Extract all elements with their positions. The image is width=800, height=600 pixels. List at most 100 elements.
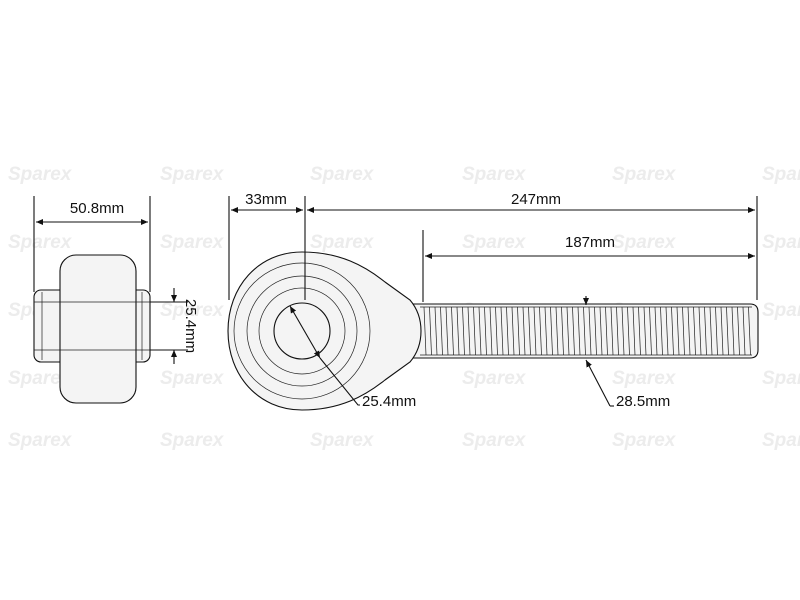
threaded-shank xyxy=(409,303,759,359)
dim-bore: 25.4mm xyxy=(362,393,416,410)
eye-ring-1 xyxy=(233,262,371,400)
thread-ridge xyxy=(605,306,608,356)
thread-ridge xyxy=(517,306,520,356)
thread-ridge xyxy=(704,306,707,356)
thread-ridge xyxy=(533,306,537,356)
thread-ridge xyxy=(671,306,674,356)
thread-ridge xyxy=(742,306,746,356)
thread-ridge xyxy=(687,306,691,356)
bore-hole xyxy=(273,302,331,360)
watermark-text: Sparex xyxy=(8,164,73,185)
thread-ridge xyxy=(588,306,592,356)
watermark-text: Sparex xyxy=(160,164,225,185)
thread-ridge xyxy=(616,306,619,356)
thread-ridge xyxy=(462,306,465,356)
watermark-text: Sparex xyxy=(612,232,677,253)
thread-ridge xyxy=(566,306,570,356)
watermark-text: Sparex xyxy=(762,232,800,253)
thread-ridge xyxy=(423,306,427,356)
watermark-text: Sparex xyxy=(762,368,800,389)
thread-ridge xyxy=(445,306,449,356)
thread-ridge xyxy=(539,306,542,356)
thread-ridge xyxy=(489,306,493,356)
dim-thread-diameter: 28.5mm xyxy=(616,393,670,410)
thread-ridge xyxy=(561,306,564,356)
thread-ridge xyxy=(451,306,454,356)
thread-ridge xyxy=(555,306,559,356)
thread-ridge xyxy=(610,306,614,356)
watermark-text: Sparex xyxy=(762,300,800,321)
thread-ridge xyxy=(649,306,652,356)
thread-ridge xyxy=(643,306,647,356)
watermark-text: Sparex xyxy=(310,430,375,451)
thread-ridge xyxy=(440,306,443,356)
watermark-text: Sparex xyxy=(160,300,225,321)
watermark-text: Sparex xyxy=(462,164,527,185)
watermark-text: Sparex xyxy=(612,430,677,451)
watermark-text: Sparex xyxy=(8,368,73,389)
thread-ridge xyxy=(478,306,482,356)
watermark-text: Sparex xyxy=(612,164,677,185)
watermark-text: Sparex xyxy=(310,164,375,185)
thread-ridge xyxy=(434,306,438,356)
thread-ridge xyxy=(715,306,718,356)
thread-ridge xyxy=(495,306,498,356)
dim-thread-length: 187mm xyxy=(565,234,615,251)
watermark-text: Sparex xyxy=(612,368,677,389)
watermark-text: Sparex xyxy=(462,430,527,451)
watermark-text: Sparex xyxy=(462,232,527,253)
thread-ridge xyxy=(682,306,685,356)
thread-ridge xyxy=(594,306,597,356)
eye-ring-2 xyxy=(246,275,358,387)
thread-ridge xyxy=(572,306,575,356)
thread-ridge xyxy=(709,306,713,356)
dim-side-width: 50.8mm xyxy=(70,200,124,217)
eye-head xyxy=(227,251,422,411)
thread-ridge xyxy=(665,306,669,356)
thread-ridge xyxy=(577,306,581,356)
thread-ridge xyxy=(638,306,641,356)
thread-ridge xyxy=(429,306,432,356)
thread-ridge xyxy=(731,306,735,356)
thread-ridge xyxy=(506,306,509,356)
thread-ridge xyxy=(583,306,586,356)
thread-ridge xyxy=(627,306,630,356)
thread-ridge xyxy=(522,306,526,356)
thread-ridge xyxy=(748,306,751,356)
thread-ridge xyxy=(693,306,696,356)
thread-ridge xyxy=(660,306,663,356)
thread-ridge xyxy=(654,306,658,356)
thread-ridge xyxy=(544,306,548,356)
watermark-text: Sparex xyxy=(160,430,225,451)
watermark-text: Sparex xyxy=(160,368,225,389)
eye-body-side xyxy=(59,254,137,404)
thread-ridge xyxy=(599,306,603,356)
watermark-text: Sparex xyxy=(310,232,375,253)
watermark-text: Sparex xyxy=(8,232,73,253)
dim-head-offset: 33mm xyxy=(245,191,287,208)
thread-ridge xyxy=(726,306,729,356)
dim-overall-length: 247mm xyxy=(511,191,561,208)
watermark-text: Sparex xyxy=(762,430,800,451)
side-view: 50.8mm 25.4mm xyxy=(33,196,199,404)
eye-ring-3 xyxy=(258,287,346,375)
thread-ridge xyxy=(484,306,487,356)
thread-ridge xyxy=(737,306,740,356)
watermark-text: Sparex xyxy=(762,164,800,185)
thread-ridge xyxy=(550,306,553,356)
thread-ridge xyxy=(621,306,625,356)
thread-ridge xyxy=(720,306,724,356)
thread-ridge xyxy=(500,306,504,356)
watermark-text: Sparex xyxy=(462,368,527,389)
thread-ridge xyxy=(467,306,471,356)
thread-ridge xyxy=(473,306,476,356)
watermark-text: Sparex xyxy=(8,430,73,451)
thread-ridge xyxy=(528,306,531,356)
front-view: 25.4mm 33mm 247mm 187mm 28.5mm xyxy=(227,191,759,411)
dim-side-height: 25.4mm xyxy=(182,299,199,353)
thread-ridge xyxy=(511,306,515,356)
thread-ridge xyxy=(676,306,680,356)
thread-ridge xyxy=(456,306,460,356)
thread-ridge xyxy=(698,306,702,356)
